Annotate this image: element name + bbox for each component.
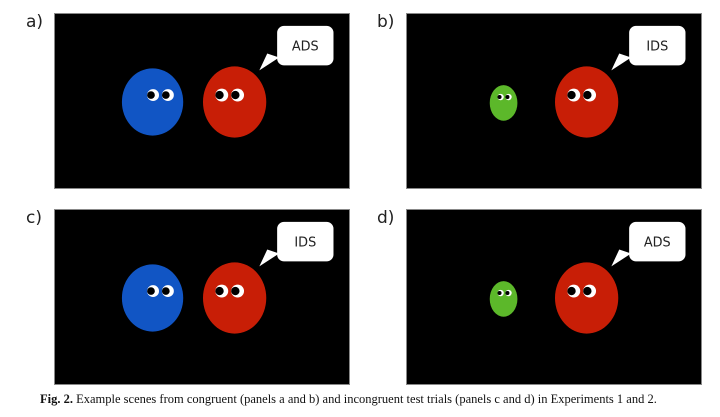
speech-text: IDS <box>294 236 316 251</box>
red-character-eye <box>215 88 229 102</box>
red-character <box>202 66 267 138</box>
green-character-eye <box>505 289 512 297</box>
blue-character-eye <box>147 89 159 101</box>
panel-label-c: c) <box>26 208 42 228</box>
red-character <box>554 66 619 138</box>
green-character-eye <box>497 93 504 101</box>
speech-text: IDS <box>646 40 668 55</box>
red-character-eye <box>215 284 229 298</box>
red-character-eye <box>567 284 581 298</box>
panel-label-b: b) <box>377 12 395 32</box>
panel-d: ADS <box>406 209 702 385</box>
panel-a: ADS <box>54 13 350 189</box>
blue-character-eye <box>161 89 174 101</box>
red-character-eye <box>583 284 597 298</box>
caption-prefix: Fig. 2. <box>40 392 73 406</box>
blue-character-eye <box>147 285 159 297</box>
blue-character-eye <box>161 285 174 297</box>
panel-label-a: a) <box>26 12 44 32</box>
green-character-eye <box>497 289 504 297</box>
blue-character <box>121 264 184 332</box>
caption-text: Example scenes from congruent (panels a … <box>72 392 657 406</box>
panel-c: IDS <box>54 209 350 385</box>
green-character <box>489 281 518 317</box>
speech-bubble: ADS <box>259 25 334 71</box>
green-character-eye <box>505 93 512 101</box>
speech-bubble: IDS <box>611 25 686 71</box>
panel-label-d: d) <box>377 208 395 228</box>
red-character-eye <box>567 88 581 102</box>
speech-bubble: ADS <box>611 221 686 267</box>
speech-text: ADS <box>292 40 319 55</box>
red-character-eye <box>583 88 597 102</box>
red-character-eye <box>231 88 245 102</box>
red-character <box>202 262 267 334</box>
speech-bubble: IDS <box>259 221 334 267</box>
green-character <box>489 85 518 121</box>
red-character-eye <box>231 284 245 298</box>
blue-character <box>121 68 184 136</box>
red-character <box>554 262 619 334</box>
figure-caption: Fig. 2. Example scenes from congruent (p… <box>40 392 657 407</box>
speech-text: ADS <box>644 236 671 251</box>
panel-b: IDS <box>406 13 702 189</box>
